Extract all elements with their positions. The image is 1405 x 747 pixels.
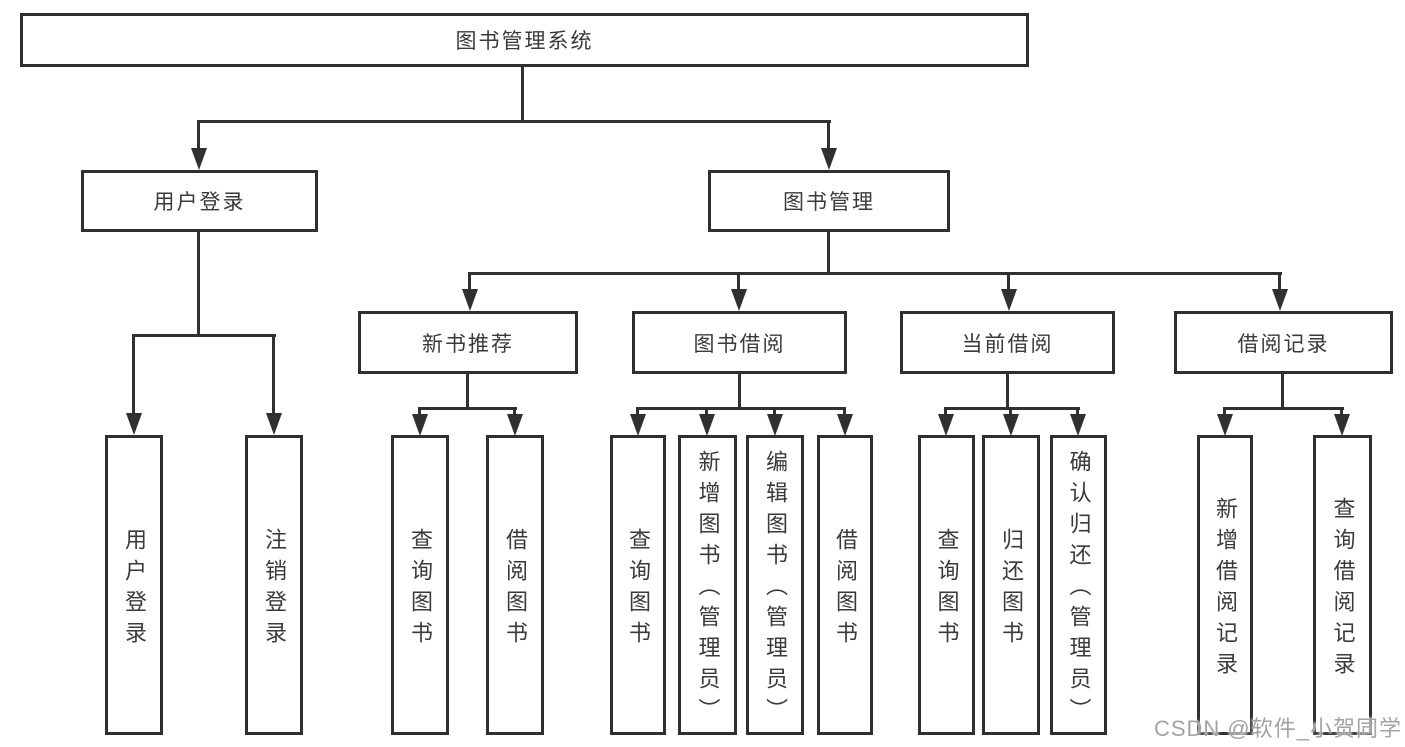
leaf-recommend-query-books-label: 查询图书 (408, 527, 433, 652)
arrow-down-icon (938, 414, 954, 436)
connector-line (944, 407, 947, 416)
leaf-current-query-books: 查询图书 (918, 435, 975, 735)
connector-line (418, 407, 517, 410)
node-borrowing-records-label: 借阅记录 (1237, 332, 1330, 356)
leaf-add-book-admin: 新增图书（管理员） (678, 435, 737, 735)
connector-line (521, 67, 524, 123)
arrow-down-icon (731, 289, 747, 311)
leaf-borrowing-borrow-books: 借阅图书 (817, 435, 873, 735)
leaf-borrowing-query-books: 查询图书 (610, 435, 666, 735)
leaf-edit-book-admin-label: 编辑图书（管理员） (763, 450, 788, 729)
leaf-query-borrow-record: 查询借阅记录 (1313, 435, 1372, 735)
node-user-login-label: 用户登录 (153, 191, 246, 214)
arrow-down-icon (507, 414, 523, 436)
leaf-query-borrow-record-label: 查询借阅记录 (1330, 496, 1356, 683)
arrow-down-icon (630, 414, 646, 436)
leaf-return-books: 归还图书 (982, 435, 1040, 735)
watermark: CSDN @软件_小贺同学 (1153, 716, 1402, 741)
leaf-confirm-return-admin-label: 确认归还（管理员） (1066, 450, 1092, 729)
node-library-system: 图书管理系统 (20, 13, 1029, 67)
leaf-logout-label: 注销登录 (262, 527, 287, 652)
connector-line (1076, 407, 1079, 416)
node-library-system-label: 图书管理系统 (455, 30, 594, 53)
leaf-borrowing-borrow-books-label: 借阅图书 (833, 527, 858, 652)
leaf-add-book-admin-label: 新增图书（管理员） (695, 450, 721, 729)
leaf-recommend-borrow-books-label: 借阅图书 (503, 527, 528, 652)
connector-line (1281, 374, 1284, 409)
connector-line (132, 334, 276, 337)
arrow-down-icon (1001, 289, 1017, 311)
node-book-borrowing: 图书借阅 (632, 311, 847, 374)
connector-line (1009, 407, 1012, 416)
node-book-management-label: 图书管理 (783, 191, 875, 214)
node-new-book-recommend-label: 新书推荐 (422, 332, 514, 356)
arrow-down-icon (126, 413, 142, 435)
arrow-down-icon (1070, 414, 1086, 436)
connector-line (418, 407, 421, 416)
node-user-login: 用户登录 (81, 170, 318, 232)
connector-line (513, 407, 516, 416)
arrow-down-icon (767, 414, 783, 436)
connector-line (827, 232, 830, 274)
leaf-return-books-label: 归还图书 (999, 527, 1024, 652)
node-new-book-recommend: 新书推荐 (358, 311, 578, 374)
arrow-down-icon (266, 413, 282, 435)
leaf-current-query-books-label: 查询图书 (934, 527, 960, 652)
arrow-down-icon (1334, 414, 1350, 436)
connector-line (197, 120, 200, 150)
connector-line (1278, 272, 1281, 292)
leaf-user-login-label: 用户登录 (122, 527, 147, 652)
leaf-recommend-borrow-books: 借阅图书 (486, 435, 544, 735)
connector-line (197, 120, 831, 123)
arrow-down-icon (462, 289, 478, 311)
connector-line (705, 407, 708, 416)
connector-line (737, 272, 740, 292)
connector-line (132, 334, 135, 416)
connector-line (272, 334, 275, 416)
connector-line (944, 407, 1080, 410)
connector-line (468, 272, 471, 292)
connector-line (1223, 407, 1344, 410)
node-book-management: 图书管理 (708, 170, 950, 232)
connector-line (773, 407, 776, 416)
leaf-user-login: 用户登录 (105, 435, 163, 735)
connector-line (1340, 407, 1343, 416)
leaf-add-borrow-record-label: 新增借阅记录 (1213, 496, 1238, 683)
arrow-down-icon (1217, 414, 1233, 436)
connector-line (843, 407, 846, 416)
connector-line (738, 374, 741, 409)
leaf-logout: 注销登录 (245, 435, 303, 735)
arrow-down-icon (821, 148, 837, 170)
connector-line (1223, 407, 1226, 416)
connector-line (636, 407, 639, 416)
node-current-borrowing: 当前借阅 (900, 311, 1115, 374)
connector-line (466, 374, 469, 409)
connector-line (468, 272, 1282, 275)
arrow-down-icon (1003, 414, 1019, 436)
leaf-recommend-query-books: 查询图书 (391, 435, 449, 735)
node-current-borrowing-label: 当前借阅 (961, 332, 1054, 356)
arrow-down-icon (699, 414, 715, 436)
connector-line (1006, 374, 1009, 409)
leaf-borrowing-query-books-label: 查询图书 (626, 527, 651, 652)
node-book-borrowing-label: 图书借阅 (693, 332, 786, 356)
connector-line (1007, 272, 1010, 292)
connector-line (197, 232, 200, 336)
connector-line (636, 407, 846, 410)
arrow-down-icon (191, 148, 207, 170)
arrow-down-icon (1272, 289, 1288, 311)
connector-line (827, 120, 830, 150)
arrow-down-icon (837, 414, 853, 436)
leaf-confirm-return-admin: 确认归还（管理员） (1050, 435, 1107, 735)
arrow-down-icon (412, 414, 428, 436)
leaf-add-borrow-record: 新增借阅记录 (1197, 435, 1253, 735)
leaf-edit-book-admin: 编辑图书（管理员） (746, 435, 804, 735)
node-borrowing-records: 借阅记录 (1174, 311, 1393, 374)
